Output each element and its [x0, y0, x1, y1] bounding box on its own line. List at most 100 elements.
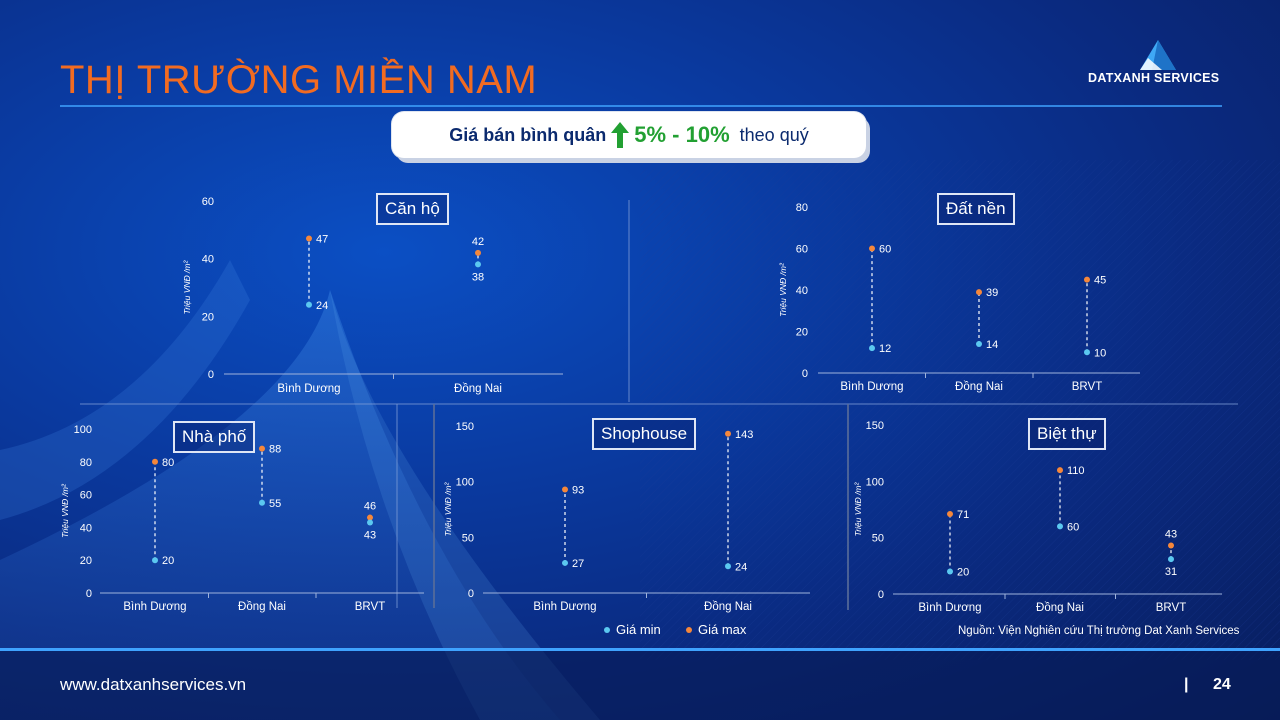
max-point [259, 445, 265, 452]
y-tick-label: 0 [208, 369, 214, 381]
min-point [947, 568, 953, 575]
y-tick-label: 20 [80, 555, 92, 567]
panel-title-nha-pho: Nhà phố [173, 421, 256, 453]
min-data-label: 24 [316, 300, 328, 312]
max-data-label: 60 [879, 244, 891, 256]
max-point [1084, 276, 1090, 283]
y-tick-label: 60 [80, 490, 92, 502]
max-data-label: 47 [316, 233, 328, 245]
min-data-label: 24 [735, 561, 747, 573]
panel-title-can-ho: Căn hộ [376, 193, 449, 225]
min-point [475, 261, 481, 268]
min-data-label: 55 [269, 498, 281, 510]
max-point [475, 249, 481, 256]
min-point [1084, 349, 1090, 356]
brand-logo: DATXANH SERVICES [1088, 38, 1228, 88]
max-point [725, 430, 731, 437]
panel-title-shophouse: Shophouse [592, 418, 697, 450]
page-separator: | [1184, 676, 1189, 693]
y-axis-label: Triệu VNĐ /m² [60, 483, 70, 538]
y-axis-label: Triệu VNĐ /m² [853, 481, 863, 536]
max-point [152, 458, 158, 465]
min-data-label: 27 [572, 558, 584, 570]
x-tick-label: Bình Dương [840, 381, 903, 393]
min-point [976, 340, 982, 347]
min-point [152, 557, 158, 564]
y-axis-label: Triệu VNĐ /m² [182, 259, 192, 314]
y-tick-label: 150 [866, 420, 884, 432]
x-tick-label: Bình Dương [918, 602, 981, 614]
min-data-label: 43 [364, 529, 376, 541]
panel-title-dat-nen: Đất nền [937, 193, 1015, 225]
logo-mark-icon [1140, 40, 1176, 70]
x-tick-label: Đồng Nai [704, 601, 752, 613]
y-axis-label: Triệu VNĐ /m² [443, 481, 453, 536]
legend-max-dot [686, 626, 692, 633]
min-point [367, 519, 373, 526]
min-data-label: 38 [472, 271, 484, 283]
y-tick-label: 60 [796, 244, 808, 256]
headline-suffix: theo quý [739, 124, 809, 145]
x-tick-label: BRVT [1072, 381, 1102, 393]
x-tick-label: BRVT [1156, 602, 1186, 614]
max-data-label: 110 [1067, 465, 1085, 477]
y-axis-label: Triệu VNĐ /m² [778, 262, 788, 317]
legend-max-label: Giá max [698, 622, 747, 637]
x-tick-label: Đồng Nai [955, 381, 1003, 393]
min-point [259, 499, 265, 506]
page-title: THỊ TRƯỜNG MIỀN NAM [60, 58, 538, 102]
y-tick-label: 0 [468, 588, 474, 600]
min-point [306, 301, 312, 308]
y-tick-label: 100 [866, 476, 884, 488]
max-point [869, 245, 875, 252]
x-tick-label: Bình Dương [277, 383, 340, 395]
panel-title-biet-thu: Biệt thự [1028, 418, 1106, 450]
min-data-label: 14 [986, 339, 998, 351]
y-tick-label: 40 [202, 254, 214, 266]
x-tick-label: BRVT [355, 601, 385, 613]
y-tick-label: 0 [802, 368, 808, 380]
x-tick-label: Bình Dương [123, 601, 186, 613]
max-point [976, 289, 982, 296]
headline-prefix: Giá bán bình quân [449, 124, 607, 145]
max-data-label: 45 [1094, 275, 1106, 287]
max-point [306, 235, 312, 242]
headline-banner: Giá bán bình quân 5% - 10% theo quý [392, 112, 866, 158]
page-number-value: 24 [1212, 676, 1231, 693]
max-data-label: 88 [269, 444, 281, 456]
max-data-label: 39 [986, 287, 998, 299]
max-point [367, 514, 373, 521]
min-data-label: 10 [1094, 347, 1106, 359]
y-tick-label: 80 [80, 457, 92, 469]
max-point [947, 511, 953, 518]
min-data-label: 12 [879, 343, 891, 355]
max-data-label: 43 [1165, 529, 1177, 541]
legend-min: Giá min [604, 622, 661, 637]
min-data-label: 31 [1165, 566, 1177, 578]
source-note: Nguồn: Viện Nghiên cứu Thị trường Dat Xa… [958, 625, 1240, 637]
website-link[interactable]: www.datxanhservices.vn [60, 675, 247, 694]
y-tick-label: 50 [462, 532, 474, 544]
legend-max: Giá max [686, 622, 746, 637]
min-data-label: 20 [957, 566, 969, 578]
y-tick-label: 0 [878, 589, 884, 601]
y-tick-label: 150 [456, 421, 474, 433]
y-tick-label: 40 [80, 522, 92, 534]
max-data-label: 143 [735, 429, 753, 441]
y-tick-label: 80 [796, 202, 808, 214]
min-point [869, 345, 875, 352]
headline-range: 5% - 10% [634, 122, 730, 147]
max-point [1168, 542, 1174, 549]
y-tick-label: 0 [86, 588, 92, 600]
min-point [1168, 556, 1174, 563]
y-tick-label: 60 [202, 196, 214, 208]
x-tick-label: Đồng Nai [238, 601, 286, 613]
max-data-label: 42 [472, 236, 484, 248]
max-data-label: 71 [957, 509, 969, 521]
max-data-label: 46 [364, 501, 376, 513]
y-tick-label: 40 [796, 285, 808, 297]
y-tick-label: 20 [796, 327, 808, 339]
